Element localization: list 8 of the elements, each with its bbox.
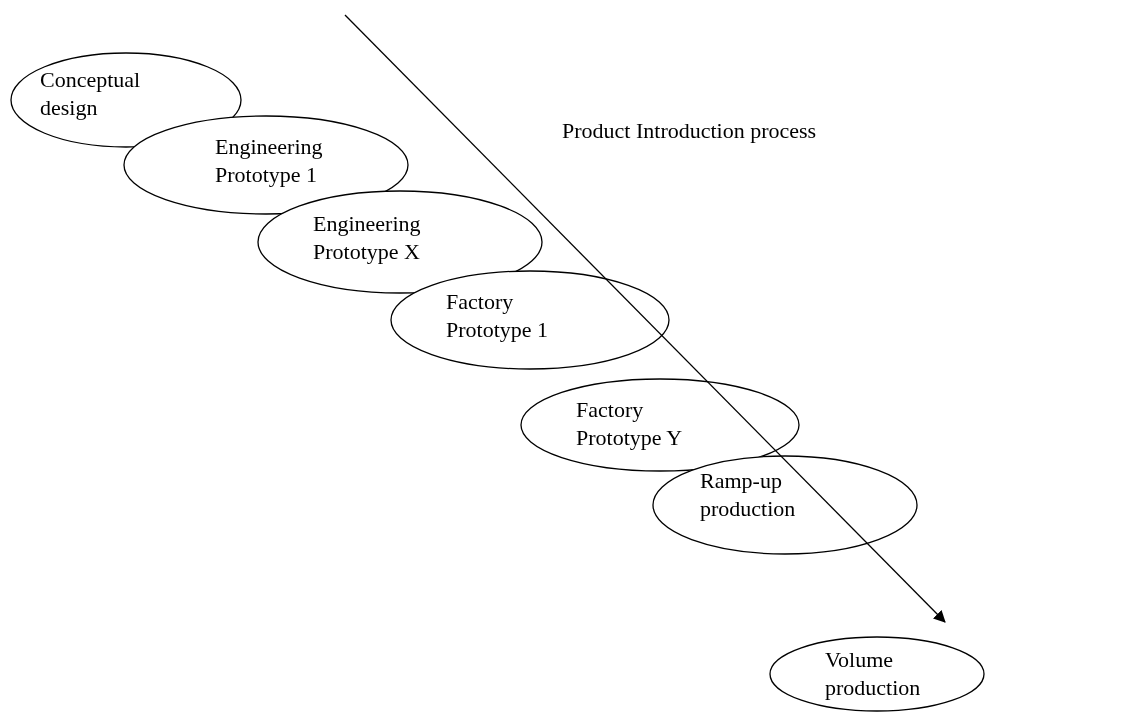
stage-label: Factory Prototype 1 [446,288,550,344]
stage-label: Ramp-up production [700,467,797,523]
stage-label: Volume production [825,646,922,702]
stage-label: Engineering Prototype X [313,210,422,266]
stage-label: Engineering Prototype 1 [215,133,324,189]
process-label: Product Introduction process [562,118,817,144]
stage-label: Factory Prototype Y [576,396,684,452]
stage-label: Conceptual design [40,66,142,122]
